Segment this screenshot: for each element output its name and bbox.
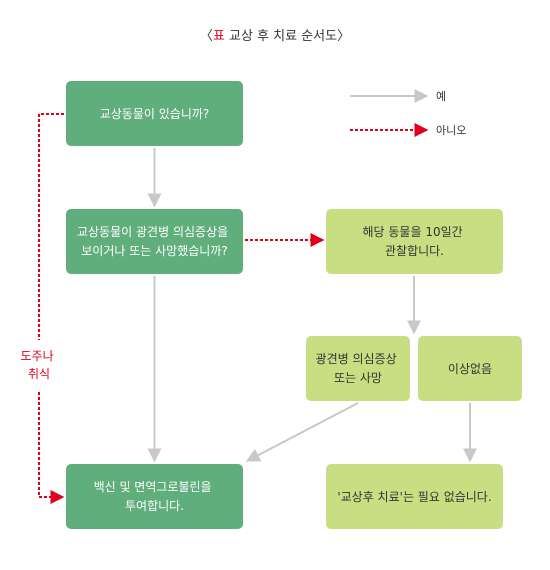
arrow-bite-loop-lower (38, 392, 65, 504)
node-bite-line-1: 교상동물이 있습니까? (100, 107, 210, 121)
node-observe-box (326, 209, 503, 274)
node-suspect-line-1: 광견병 의심증상 (316, 352, 397, 366)
title-highlight: 표 (213, 29, 225, 44)
node-observe-line-1: 해당 동물을 10일간 (362, 225, 462, 239)
node-none-line-1: 이상없음 (448, 362, 492, 376)
node-bite-box (66, 81, 243, 146)
legend-yes-label: 예 (436, 90, 446, 103)
node-no-treatment-line-1: '교상후 치료'는 필요 없습니다. (337, 490, 491, 504)
node-observe-text: 해당 동물을 10일간 관찰합니다. (362, 225, 466, 258)
node-observe-line-2: 관찰합니다. (385, 244, 444, 258)
node-no-treatment-text: '교상후 치료'는 필요 없습니다. (337, 490, 491, 504)
node-vaccine-line-2: 투여합니다. (125, 499, 184, 513)
side-label-line-2: 취식 (28, 367, 50, 381)
node-none-text: 이상없음 (448, 362, 492, 376)
node-vaccine-line-1: 백신 및 면역그로불린을 (94, 480, 212, 494)
node-suspect-text: 광견병 의심증상 또는 사망 (316, 352, 401, 385)
node-symptoms-line-2: 보이거나 또는 사망했습니까? (81, 244, 227, 258)
title-prefix: 〈 (200, 29, 213, 44)
title-rest: 교상 후 치료 순서도〉 (225, 29, 350, 44)
node-bite-text: 교상동물이 있습니까? (100, 107, 210, 121)
legend: 예 아니오 (350, 89, 466, 137)
diagram-title: 〈표 교상 후 치료 순서도〉 (200, 29, 350, 44)
node-symptoms-text: 교상동물이 광견병 의심증상을 보이거나 또는 사망했습니까? (77, 225, 232, 258)
node-none-box (418, 336, 522, 401)
legend-no-label: 아니오 (436, 124, 466, 137)
node-symptoms-line-1: 교상동물이 광견병 의심증상을 (77, 225, 228, 239)
node-vaccine-box (66, 464, 243, 529)
side-label: 도주나 취식 (21, 349, 58, 381)
side-label-line-1: 도주나 (21, 349, 54, 363)
node-suspect-line-2: 또는 사망 (334, 371, 382, 385)
arrow-suspect-to-vaccine (245, 402, 359, 462)
node-no-treatment-box (326, 464, 503, 529)
node-suspect-box (306, 336, 410, 401)
arrow-bite-loop-upper (38, 113, 64, 340)
node-symptoms-box (66, 209, 243, 274)
node-vaccine-text: 백신 및 면역그로불린을 투여합니다. (94, 480, 216, 513)
